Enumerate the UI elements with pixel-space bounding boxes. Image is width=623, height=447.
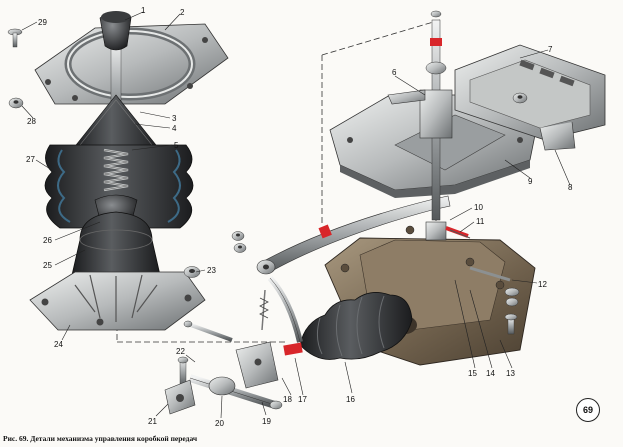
label-27: 27 xyxy=(26,155,35,164)
rod-19-20 xyxy=(188,374,283,410)
label-13: 13 xyxy=(506,369,515,378)
label-15: 15 xyxy=(468,369,477,378)
bolt-12 xyxy=(469,266,520,335)
base-plate-24 xyxy=(29,271,206,331)
cover-plate-2 xyxy=(34,23,229,105)
label-6: 6 xyxy=(392,68,397,77)
figure-caption: Рис. 69. Детали механизма управления кор… xyxy=(3,434,198,443)
label-10: 10 xyxy=(474,203,483,212)
part-number-labels: 1 2 3 4 5 6 7 8 9 10 11 12 13 14 15 16 1… xyxy=(26,6,573,428)
label-1: 1 xyxy=(141,6,146,15)
lever-6 xyxy=(387,10,453,221)
label-5: 5 xyxy=(174,141,179,150)
figure-number-badge: 69 xyxy=(576,398,600,422)
label-26: 26 xyxy=(43,236,52,245)
label-25: 25 xyxy=(43,261,52,270)
label-11: 11 xyxy=(476,217,485,226)
label-4: 4 xyxy=(172,124,177,133)
label-17: 17 xyxy=(298,395,307,404)
label-23: 23 xyxy=(207,266,216,275)
label-16: 16 xyxy=(346,395,355,404)
screw-29 xyxy=(7,28,23,48)
gear-lever-knob-1 xyxy=(99,11,132,141)
label-2: 2 xyxy=(180,8,185,17)
bracket-22 xyxy=(183,320,279,389)
label-19: 19 xyxy=(262,417,271,426)
label-29: 29 xyxy=(38,18,47,27)
boot-16 xyxy=(299,292,413,360)
label-9: 9 xyxy=(528,177,533,186)
label-7: 7 xyxy=(548,45,553,54)
rail-bracket-7-8 xyxy=(454,44,606,151)
spring-5 xyxy=(103,148,129,192)
label-22: 22 xyxy=(176,347,185,356)
label-21: 21 xyxy=(148,417,157,426)
label-12: 12 xyxy=(538,280,547,289)
link-17-18 xyxy=(259,275,303,356)
label-18: 18 xyxy=(283,395,292,404)
washers-center xyxy=(231,231,247,253)
label-14: 14 xyxy=(486,369,495,378)
clamp-10-11 xyxy=(425,221,471,241)
nut-23 xyxy=(183,266,201,278)
label-8: 8 xyxy=(568,183,573,192)
label-28: 28 xyxy=(27,117,36,126)
label-3: 3 xyxy=(172,114,177,123)
fork-21 xyxy=(164,356,196,415)
nut-28 xyxy=(8,97,24,109)
label-24: 24 xyxy=(54,340,63,349)
shift-rod xyxy=(256,195,451,275)
label-20: 20 xyxy=(215,419,224,428)
leader-lines xyxy=(21,11,571,419)
